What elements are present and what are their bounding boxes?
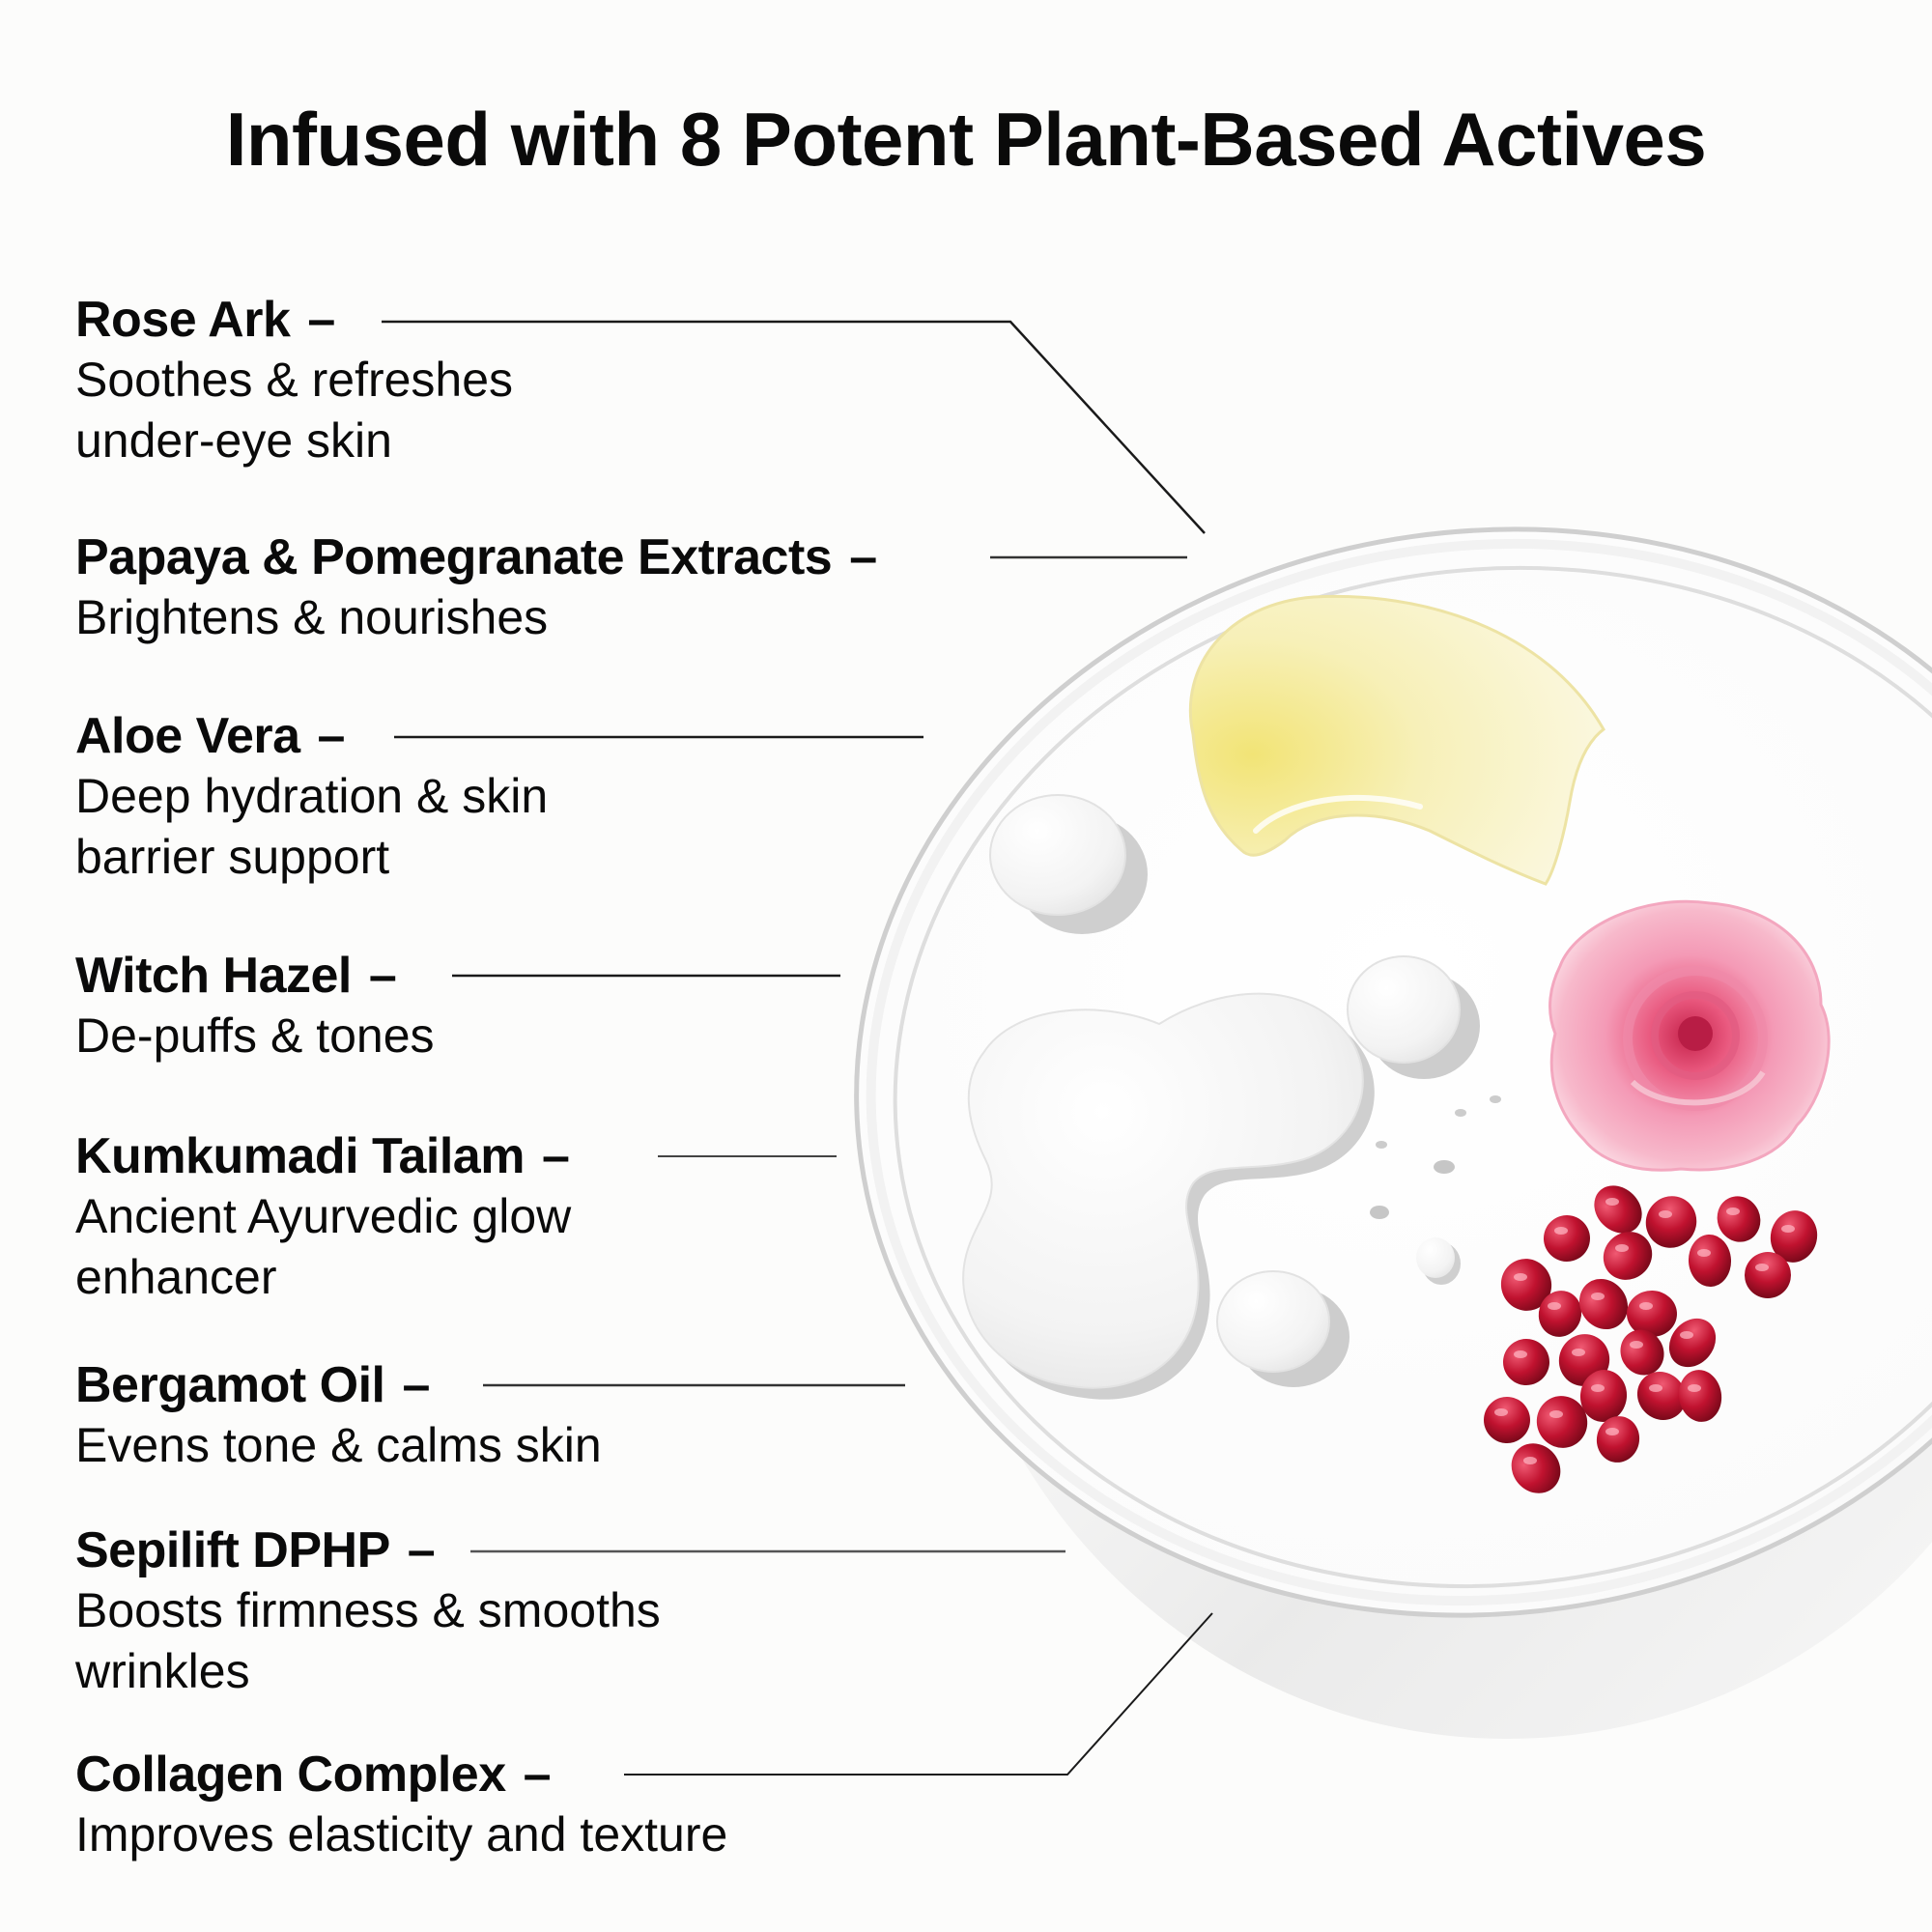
- petri-dish-rim-highlight: [866, 539, 1932, 1605]
- seed-highlight: [1639, 1302, 1653, 1310]
- seed-highlight: [1781, 1225, 1795, 1233]
- separator-dash: –: [307, 292, 335, 348]
- pomegranate-seed: [1668, 1318, 1717, 1368]
- seed-highlight: [1591, 1293, 1605, 1300]
- pomegranate-seed: [1717, 1196, 1761, 1242]
- leader-line-rose-ark: [382, 320, 1206, 534]
- seed-highlight: [1591, 1384, 1605, 1392]
- ingredient-item: Papaya & Pomegranate Extracts– Brightens…: [75, 527, 945, 648]
- seed-highlight: [1630, 1341, 1643, 1349]
- ingredient-description-line: Improves elasticity and texture: [75, 1807, 728, 1861]
- ingredient-item: Sepilift DPHP– Boosts firmness & smooths…: [75, 1520, 945, 1702]
- pomegranate-seed: [1745, 1252, 1791, 1298]
- gel-droplets: [989, 794, 1501, 1387]
- seed-highlight: [1726, 1208, 1740, 1215]
- separator-dash: –: [541, 1128, 570, 1184]
- ingredient-description-line: Deep hydration & skin: [75, 769, 549, 823]
- ingredient-name: Aloe Vera: [75, 708, 300, 764]
- separator-dash: –: [523, 1747, 552, 1803]
- seed-highlight: [1605, 1428, 1619, 1435]
- ingredient-item: Collagen Complex– Improves elasticity an…: [75, 1745, 945, 1865]
- pomegranate-seed: [1503, 1339, 1549, 1385]
- pomegranate-seeds: [1484, 1185, 1818, 1493]
- ingredient-description-line: wrinkles: [75, 1644, 250, 1698]
- pomegranate-seed: [1484, 1397, 1530, 1443]
- pomegranate-seed: [1627, 1290, 1677, 1338]
- ingredient-name: Papaya & Pomegranate Extracts: [75, 529, 833, 585]
- separator-dash: –: [407, 1522, 436, 1578]
- pomegranate-seed: [1645, 1196, 1697, 1248]
- seed-highlight: [1549, 1410, 1563, 1418]
- ingredient-item: Rose Ark– Soothes & refreshes under-eye s…: [75, 290, 945, 471]
- seed-highlight: [1523, 1457, 1537, 1464]
- cream-highlight: [1253, 794, 1423, 834]
- ingredient-name: Collagen Complex: [75, 1747, 506, 1803]
- separator-dash: –: [317, 708, 346, 764]
- seed-highlight: [1572, 1349, 1585, 1356]
- pomegranate-seed: [1544, 1215, 1590, 1262]
- separator-dash: –: [368, 948, 397, 1004]
- ingredient-description-line: barrier support: [75, 830, 390, 884]
- ingredient-description-line: Soothes & refreshes: [75, 353, 514, 407]
- pomegranate-seed: [1770, 1210, 1818, 1263]
- cream-swatch: [1188, 594, 1605, 886]
- pomegranate-seed: [1620, 1329, 1664, 1376]
- separator-dash: –: [402, 1357, 431, 1413]
- pomegranate-seed: [1511, 1443, 1561, 1493]
- ingredient-name: Sepilift DPHP: [75, 1522, 390, 1578]
- ingredient-item: Witch Hazel– De-puffs & tones: [75, 946, 945, 1066]
- seed-highlight: [1514, 1350, 1527, 1358]
- ingredient-description-line: De-puffs & tones: [75, 1009, 435, 1063]
- seed-highlight: [1605, 1198, 1619, 1206]
- seed-highlight: [1514, 1273, 1527, 1281]
- separator-dash: –: [849, 529, 877, 585]
- seed-highlight: [1494, 1408, 1508, 1416]
- gel-blob: [962, 992, 1375, 1400]
- pomegranate-seed: [1636, 1372, 1687, 1420]
- seed-highlight: [1554, 1227, 1568, 1235]
- pomegranate-seed: [1578, 1278, 1629, 1330]
- ingredient-name: Witch Hazel: [75, 948, 352, 1004]
- ingredient-description-line: Evens tone & calms skin: [75, 1418, 602, 1472]
- ingredient-description-line: Boosts firmness & smooths: [75, 1583, 661, 1637]
- ingredient-description-line: Ancient Ayurvedic glow: [75, 1189, 572, 1243]
- pomegranate-seed: [1603, 1232, 1653, 1280]
- ingredient-item: Bergamot Oil– Evens tone & calms skin: [75, 1355, 945, 1476]
- page-title: Infused with 8 Potent Plant-Based Active…: [225, 97, 1707, 182]
- ingredient-description-line: enhancer: [75, 1250, 277, 1304]
- seed-highlight: [1548, 1302, 1561, 1310]
- ingredient-name: Bergamot Oil: [75, 1357, 385, 1413]
- leader-lines: [382, 320, 1213, 1776]
- seed-highlight: [1688, 1384, 1701, 1392]
- pomegranate-seed: [1678, 1370, 1722, 1422]
- seed-highlight: [1649, 1384, 1662, 1392]
- ingredient-name: Rose Ark: [75, 292, 291, 348]
- pomegranate-seed: [1594, 1185, 1642, 1234]
- pomegranate-seed: [1500, 1259, 1552, 1311]
- seed-highlight: [1659, 1210, 1672, 1218]
- ingredient-item: Aloe Vera– Deep hydration & skin barrier …: [75, 706, 945, 888]
- seed-highlight: [1680, 1331, 1693, 1339]
- seed-highlight: [1615, 1244, 1629, 1252]
- pomegranate-seed: [1579, 1370, 1628, 1422]
- pomegranate-seed: [1536, 1396, 1588, 1448]
- leader-line-collagen: [624, 1612, 1213, 1776]
- pomegranate-seed: [1596, 1416, 1640, 1463]
- rose-flower: [1548, 899, 1831, 1172]
- seed-highlight: [1697, 1249, 1711, 1257]
- petri-dish-inner-rim: [893, 565, 1932, 1589]
- ingredient-description-line: under-eye skin: [75, 413, 392, 468]
- ingredient-description-line: Brightens & nourishes: [75, 590, 549, 644]
- pomegranate-seed: [1688, 1235, 1732, 1287]
- pomegranate-seed: [1538, 1291, 1582, 1337]
- ingredient-item: Kumkumadi Tailam– Ancient Ayurvedic glow…: [75, 1126, 945, 1308]
- ingredient-name: Kumkumadi Tailam: [75, 1128, 525, 1184]
- seed-highlight: [1755, 1264, 1769, 1271]
